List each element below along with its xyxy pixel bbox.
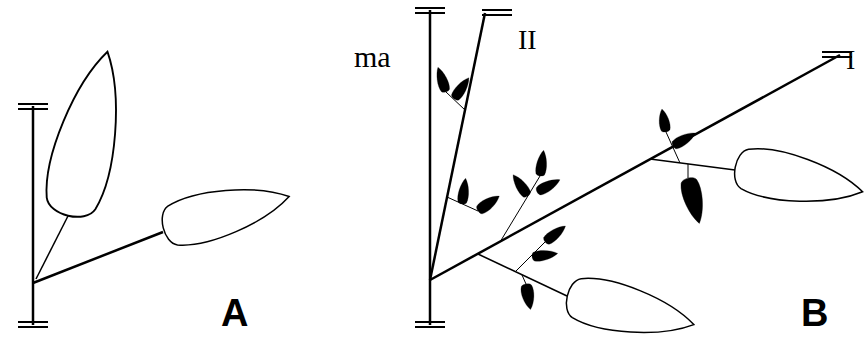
panel-letter: A <box>221 294 248 332</box>
axis-label: II <box>518 26 537 54</box>
panel-letter: B <box>801 294 828 332</box>
axis-label: I <box>846 46 855 74</box>
axis-label: ma <box>354 42 391 72</box>
